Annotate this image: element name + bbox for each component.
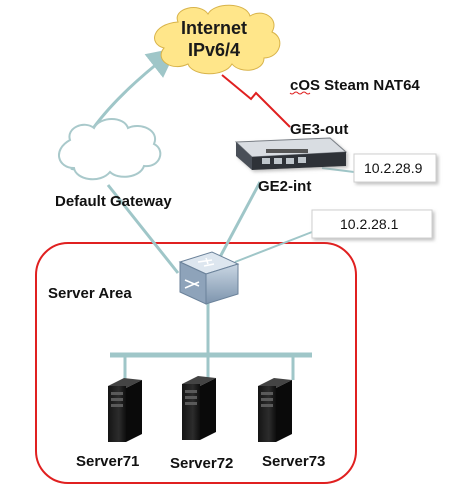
- internet-cloud: Internet IPv6/4: [154, 4, 281, 75]
- server-72-icon: [182, 376, 216, 440]
- default-gateway-label: Default Gateway: [55, 193, 172, 210]
- nat-device-title: cOS Steam NAT64: [290, 77, 420, 94]
- nat-in-port-label: GE2-int: [258, 178, 311, 195]
- server-73-icon: [258, 378, 292, 442]
- server-73-label: Server73: [262, 453, 325, 470]
- nat-firewall-device: [234, 137, 348, 170]
- internet-label-line1: Internet: [181, 18, 247, 38]
- switch-ip-label: 10.2.28.1: [340, 216, 399, 232]
- server-area-label: Server Area: [48, 285, 132, 302]
- server-71-icon: [108, 378, 142, 442]
- core-switch: [178, 251, 240, 305]
- nat-internet-link: [221, 74, 291, 128]
- nat-out-port-label: GE3-out: [290, 121, 348, 138]
- internet-label-line2: IPv6/4: [188, 40, 240, 60]
- default-gateway-cloud: [58, 118, 162, 181]
- spellcheck-underline: [289, 91, 311, 95]
- server-area-boundary: [35, 242, 357, 484]
- nat-int-ip-label: 10.2.28.9: [364, 160, 423, 176]
- switch-ip-box: 10.2.28.1: [311, 209, 433, 239]
- server-71-label: Server71: [76, 453, 139, 470]
- nat-int-ip-box: 10.2.28.9: [353, 153, 437, 183]
- server-72-label: Server72: [170, 455, 233, 472]
